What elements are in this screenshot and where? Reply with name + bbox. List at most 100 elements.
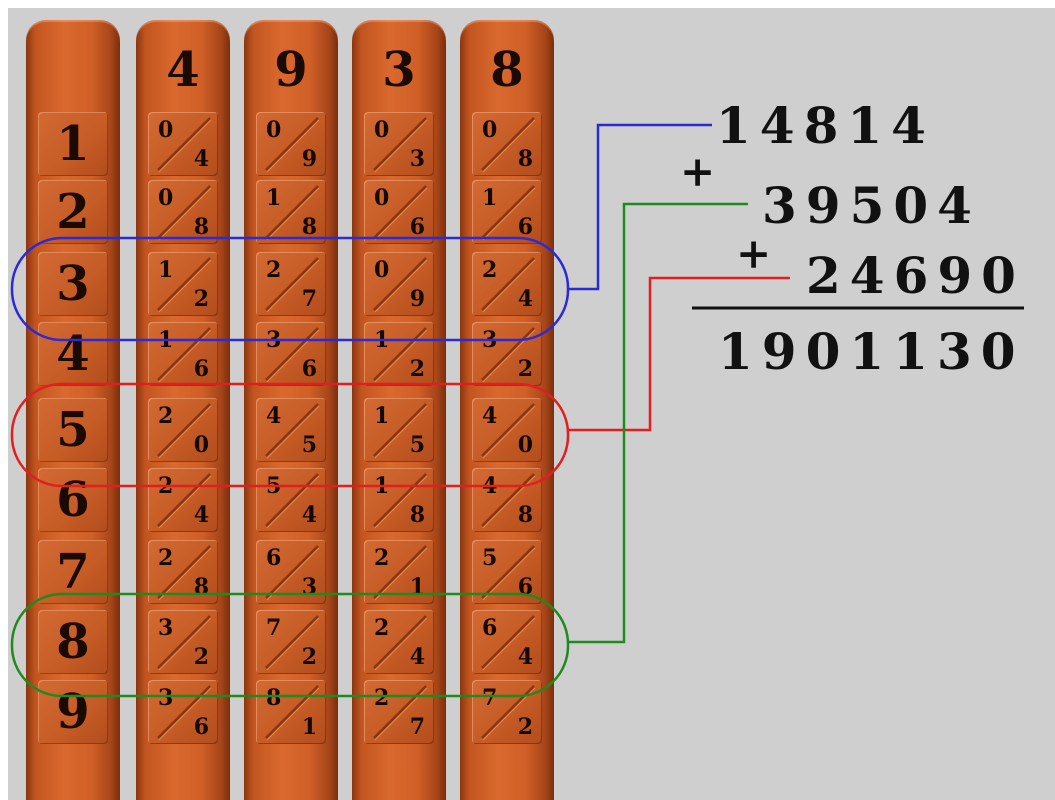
product-cell: 32	[472, 322, 542, 386]
units-digit: 6	[194, 357, 209, 381]
index-cell: 6	[38, 468, 108, 532]
index-digit: 4	[38, 326, 108, 382]
tens-digit: 8	[266, 686, 281, 710]
units-digit: 8	[302, 215, 317, 239]
units-digit: 1	[302, 715, 317, 739]
units-digit: 5	[410, 433, 425, 457]
units-digit: 4	[302, 503, 317, 527]
tens-digit: 0	[158, 186, 173, 210]
index-digit: 9	[38, 684, 108, 740]
units-digit: 6	[410, 215, 425, 239]
product-cell: 18	[256, 180, 326, 244]
units-digit: 7	[410, 715, 425, 739]
partial-product-row-5: 24690	[806, 248, 1025, 304]
rod-head-label: 9	[244, 38, 338, 102]
units-digit: 3	[410, 147, 425, 171]
index-digit: 6	[38, 472, 108, 528]
tens-digit: 2	[158, 404, 173, 428]
rod-head-label: 4	[136, 38, 230, 102]
index-cell: 2	[38, 180, 108, 244]
tens-digit: 3	[482, 328, 497, 352]
product-cell: 36	[256, 322, 326, 386]
units-digit: 8	[518, 503, 533, 527]
sum-result: 1901130	[718, 324, 1025, 380]
units-digit: 3	[302, 575, 317, 599]
plus-sign-1: +	[680, 150, 715, 194]
units-digit: 7	[302, 287, 317, 311]
units-digit: 5	[302, 433, 317, 457]
units-digit: 2	[518, 357, 533, 381]
rod-head-label: 3	[352, 38, 446, 102]
tens-digit: 1	[374, 404, 389, 428]
units-digit: 6	[302, 357, 317, 381]
index-cell: 9	[38, 680, 108, 744]
index-cell: 4	[38, 322, 108, 386]
product-cell: 56	[472, 540, 542, 604]
tens-digit: 5	[266, 474, 281, 498]
index-digit: 7	[38, 544, 108, 600]
tens-digit: 7	[482, 686, 497, 710]
units-digit: 2	[518, 715, 533, 739]
units-digit: 8	[518, 147, 533, 171]
partial-product-row-8: 39504	[762, 178, 981, 234]
units-digit: 2	[302, 645, 317, 669]
tens-digit: 0	[374, 258, 389, 282]
tens-digit: 7	[266, 616, 281, 640]
product-cell: 03	[364, 112, 434, 176]
product-cell: 81	[256, 680, 326, 744]
units-digit: 2	[410, 357, 425, 381]
tens-digit: 4	[482, 474, 497, 498]
index-digit: 5	[38, 402, 108, 458]
units-digit: 4	[194, 503, 209, 527]
tens-digit: 4	[482, 404, 497, 428]
units-digit: 4	[194, 147, 209, 171]
tens-digit: 2	[374, 686, 389, 710]
units-digit: 4	[410, 645, 425, 669]
index-digit: 2	[38, 184, 108, 240]
tens-digit: 1	[374, 474, 389, 498]
product-cell: 18	[364, 468, 434, 532]
product-cell: 64	[472, 610, 542, 674]
tens-digit: 6	[266, 546, 281, 570]
tens-digit: 2	[374, 616, 389, 640]
tens-digit: 0	[158, 118, 173, 142]
tens-digit: 1	[482, 186, 497, 210]
units-digit: 2	[194, 645, 209, 669]
product-cell: 06	[364, 180, 434, 244]
index-digit: 3	[38, 256, 108, 312]
tens-digit: 2	[482, 258, 497, 282]
index-digit: 1	[38, 116, 108, 172]
tens-digit: 0	[266, 118, 281, 142]
tens-digit: 1	[266, 186, 281, 210]
tens-digit: 2	[374, 546, 389, 570]
units-digit: 6	[194, 715, 209, 739]
units-digit: 8	[194, 215, 209, 239]
tens-digit: 1	[374, 328, 389, 352]
units-digit: 6	[518, 215, 533, 239]
index-cell: 1	[38, 112, 108, 176]
units-digit: 0	[194, 433, 209, 457]
units-digit: 2	[194, 287, 209, 311]
tens-digit: 0	[482, 118, 497, 142]
partial-product-row-3: 14814	[716, 98, 935, 154]
